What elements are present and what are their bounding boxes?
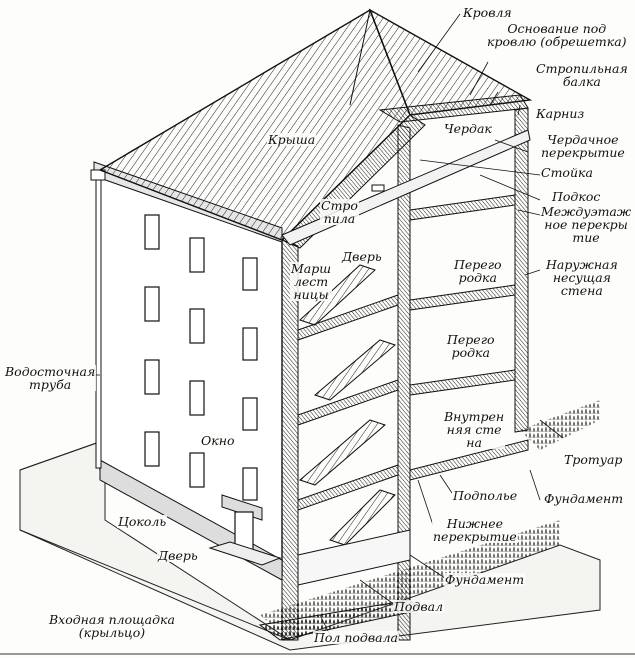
- label-okno: Окно: [200, 433, 236, 448]
- label-nizhnee-line1: Нижнее: [446, 516, 503, 531]
- label-peregorodka-1-line2: родка: [458, 270, 497, 285]
- label-naruzhnaya-line1: Наружная: [546, 257, 618, 272]
- label-pol-podvala: Пол подвала: [313, 630, 399, 645]
- stairs: [299, 264, 397, 546]
- label-vnutrennyaya-line2: няя сте: [446, 422, 502, 437]
- label-stropilnaya-line1: Стропильная: [536, 61, 628, 76]
- label-vnutrennyaya: Внутрен няя сте на: [443, 409, 506, 450]
- label-stropilnaya: Стропильная балка: [535, 62, 629, 88]
- label-dver-bottom: Дверь: [157, 548, 199, 563]
- label-vhodnaya: Входная площадка (крыльцо): [48, 613, 176, 639]
- label-mezhduetazh-line2: ное перекры: [544, 217, 628, 232]
- label-nizhnee: Нижнее перекрытие: [432, 517, 518, 543]
- roof: [98, 8, 533, 249]
- label-peregorodka-2-line2: родка: [451, 345, 490, 360]
- label-peregorodka-1-line1: Перего: [454, 257, 502, 272]
- label-stropilnaya-line2: балка: [562, 74, 601, 89]
- label-stoyka: Стойка: [540, 165, 594, 180]
- label-osnovanie-line2: кровлю (обрешетка): [487, 34, 627, 49]
- label-stropila-line2: пила: [323, 211, 356, 226]
- leader-lines: [90, 13, 564, 636]
- label-podkos: Подкос: [551, 189, 602, 204]
- label-cherdachnoe-line2: перекрытие: [541, 145, 625, 160]
- label-vnutrennyaya-line1: Внутрен: [444, 409, 505, 424]
- label-peregorodka-1: Перего родка: [453, 258, 503, 284]
- label-cherdachnoe-line1: Чердачное: [547, 132, 619, 147]
- label-stropila-line1: Стро: [321, 198, 358, 213]
- label-karniz: Карниз: [535, 106, 586, 121]
- label-vodostochnaya-line2: труба: [29, 377, 72, 392]
- label-podpolye: Подполье: [452, 488, 519, 503]
- label-naruzhnaya: Наружная несущая стена: [545, 258, 619, 297]
- label-marshi-line3: ницы: [293, 287, 329, 302]
- label-cherdak: Чердак: [443, 121, 493, 136]
- label-stropila: Стро пила: [320, 199, 359, 225]
- bottom-rule: [0, 653, 635, 655]
- label-vnutrennyaya-line3: на: [466, 435, 482, 450]
- label-naruzhnaya-line2: несущая: [552, 270, 611, 285]
- label-podval: Подвал: [393, 599, 445, 614]
- label-marshi-line2: лест: [293, 274, 329, 289]
- label-dver-top: Дверь: [341, 249, 383, 264]
- label-vodostochnaya: Водосточная труба: [4, 364, 97, 392]
- label-krysha: Крыша: [267, 132, 317, 147]
- label-peregorodka-2: Перего родка: [446, 333, 496, 359]
- label-vodostochnaya-line1: Водосточная: [5, 364, 96, 379]
- label-peregorodka-2-line1: Перего: [447, 332, 495, 347]
- label-osnovanie-line1: Основание под: [507, 21, 607, 36]
- label-mezhduetazh-line3: тие: [572, 230, 600, 245]
- label-naruzhnaya-line3: стена: [560, 283, 603, 298]
- label-marshi: Марш лест ницы: [290, 261, 333, 302]
- label-fundament-bottom: Фундамент: [444, 572, 526, 587]
- windows: [144, 214, 258, 501]
- label-nizhnee-line2: перекрытие: [433, 529, 517, 544]
- label-vhodnaya-line2: (крыльцо): [78, 625, 146, 640]
- label-fundament-right: Фундамент: [543, 491, 625, 506]
- label-marshi-line1: Марш: [291, 261, 332, 276]
- label-cherdachnoe: Чердачное перекрытие: [540, 133, 626, 159]
- entrance: [208, 494, 282, 566]
- label-tsokol: Цоколь: [117, 514, 168, 529]
- label-osnovanie: Основание под кровлю (обрешетка): [486, 22, 628, 48]
- label-mezhduetazh-line1: Междуэтаж: [541, 204, 632, 219]
- label-vhodnaya-line1: Входная площадка: [49, 612, 175, 627]
- label-trotuar: Тротуар: [563, 452, 624, 467]
- label-mezhduetazh: Междуэтаж ное перекры тие: [540, 204, 633, 245]
- label-krovlya: Кровля: [462, 5, 513, 20]
